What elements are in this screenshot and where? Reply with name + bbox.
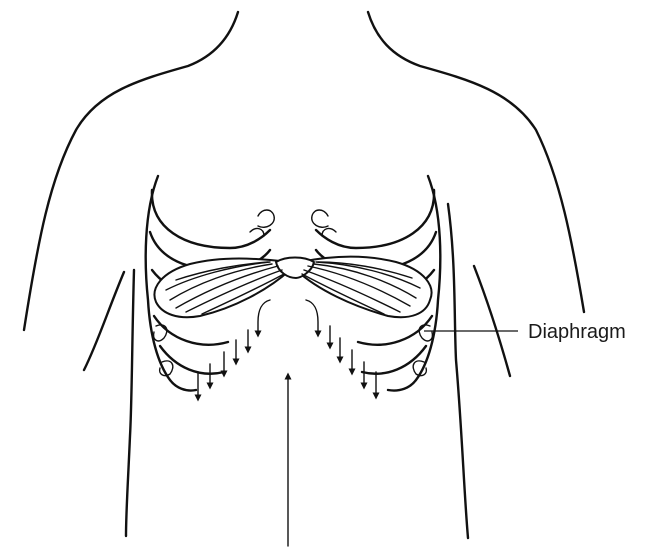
left-flank xyxy=(126,270,134,536)
diaphragm-label: Diaphragm xyxy=(528,321,626,343)
left-arm-inner xyxy=(84,272,124,370)
left-rib-1 xyxy=(152,190,270,248)
right-arm-inner xyxy=(474,266,510,376)
left-rib-5 xyxy=(160,346,224,374)
arrow-left-6 xyxy=(258,300,270,334)
right-rib-1 xyxy=(316,190,434,248)
arrow-right-6 xyxy=(306,300,318,334)
left-rib-curl-3 xyxy=(258,210,274,227)
right-rib-4 xyxy=(358,316,432,345)
right-flank xyxy=(448,204,468,538)
right-rib-5 xyxy=(362,346,426,374)
descent-arrows xyxy=(198,300,376,398)
diaphragm xyxy=(154,257,431,318)
left-rib-curl-4 xyxy=(250,229,264,236)
left-rib-4 xyxy=(154,316,228,345)
right-rib-curl-4 xyxy=(322,229,336,236)
right-rib-curl-3 xyxy=(312,210,328,227)
